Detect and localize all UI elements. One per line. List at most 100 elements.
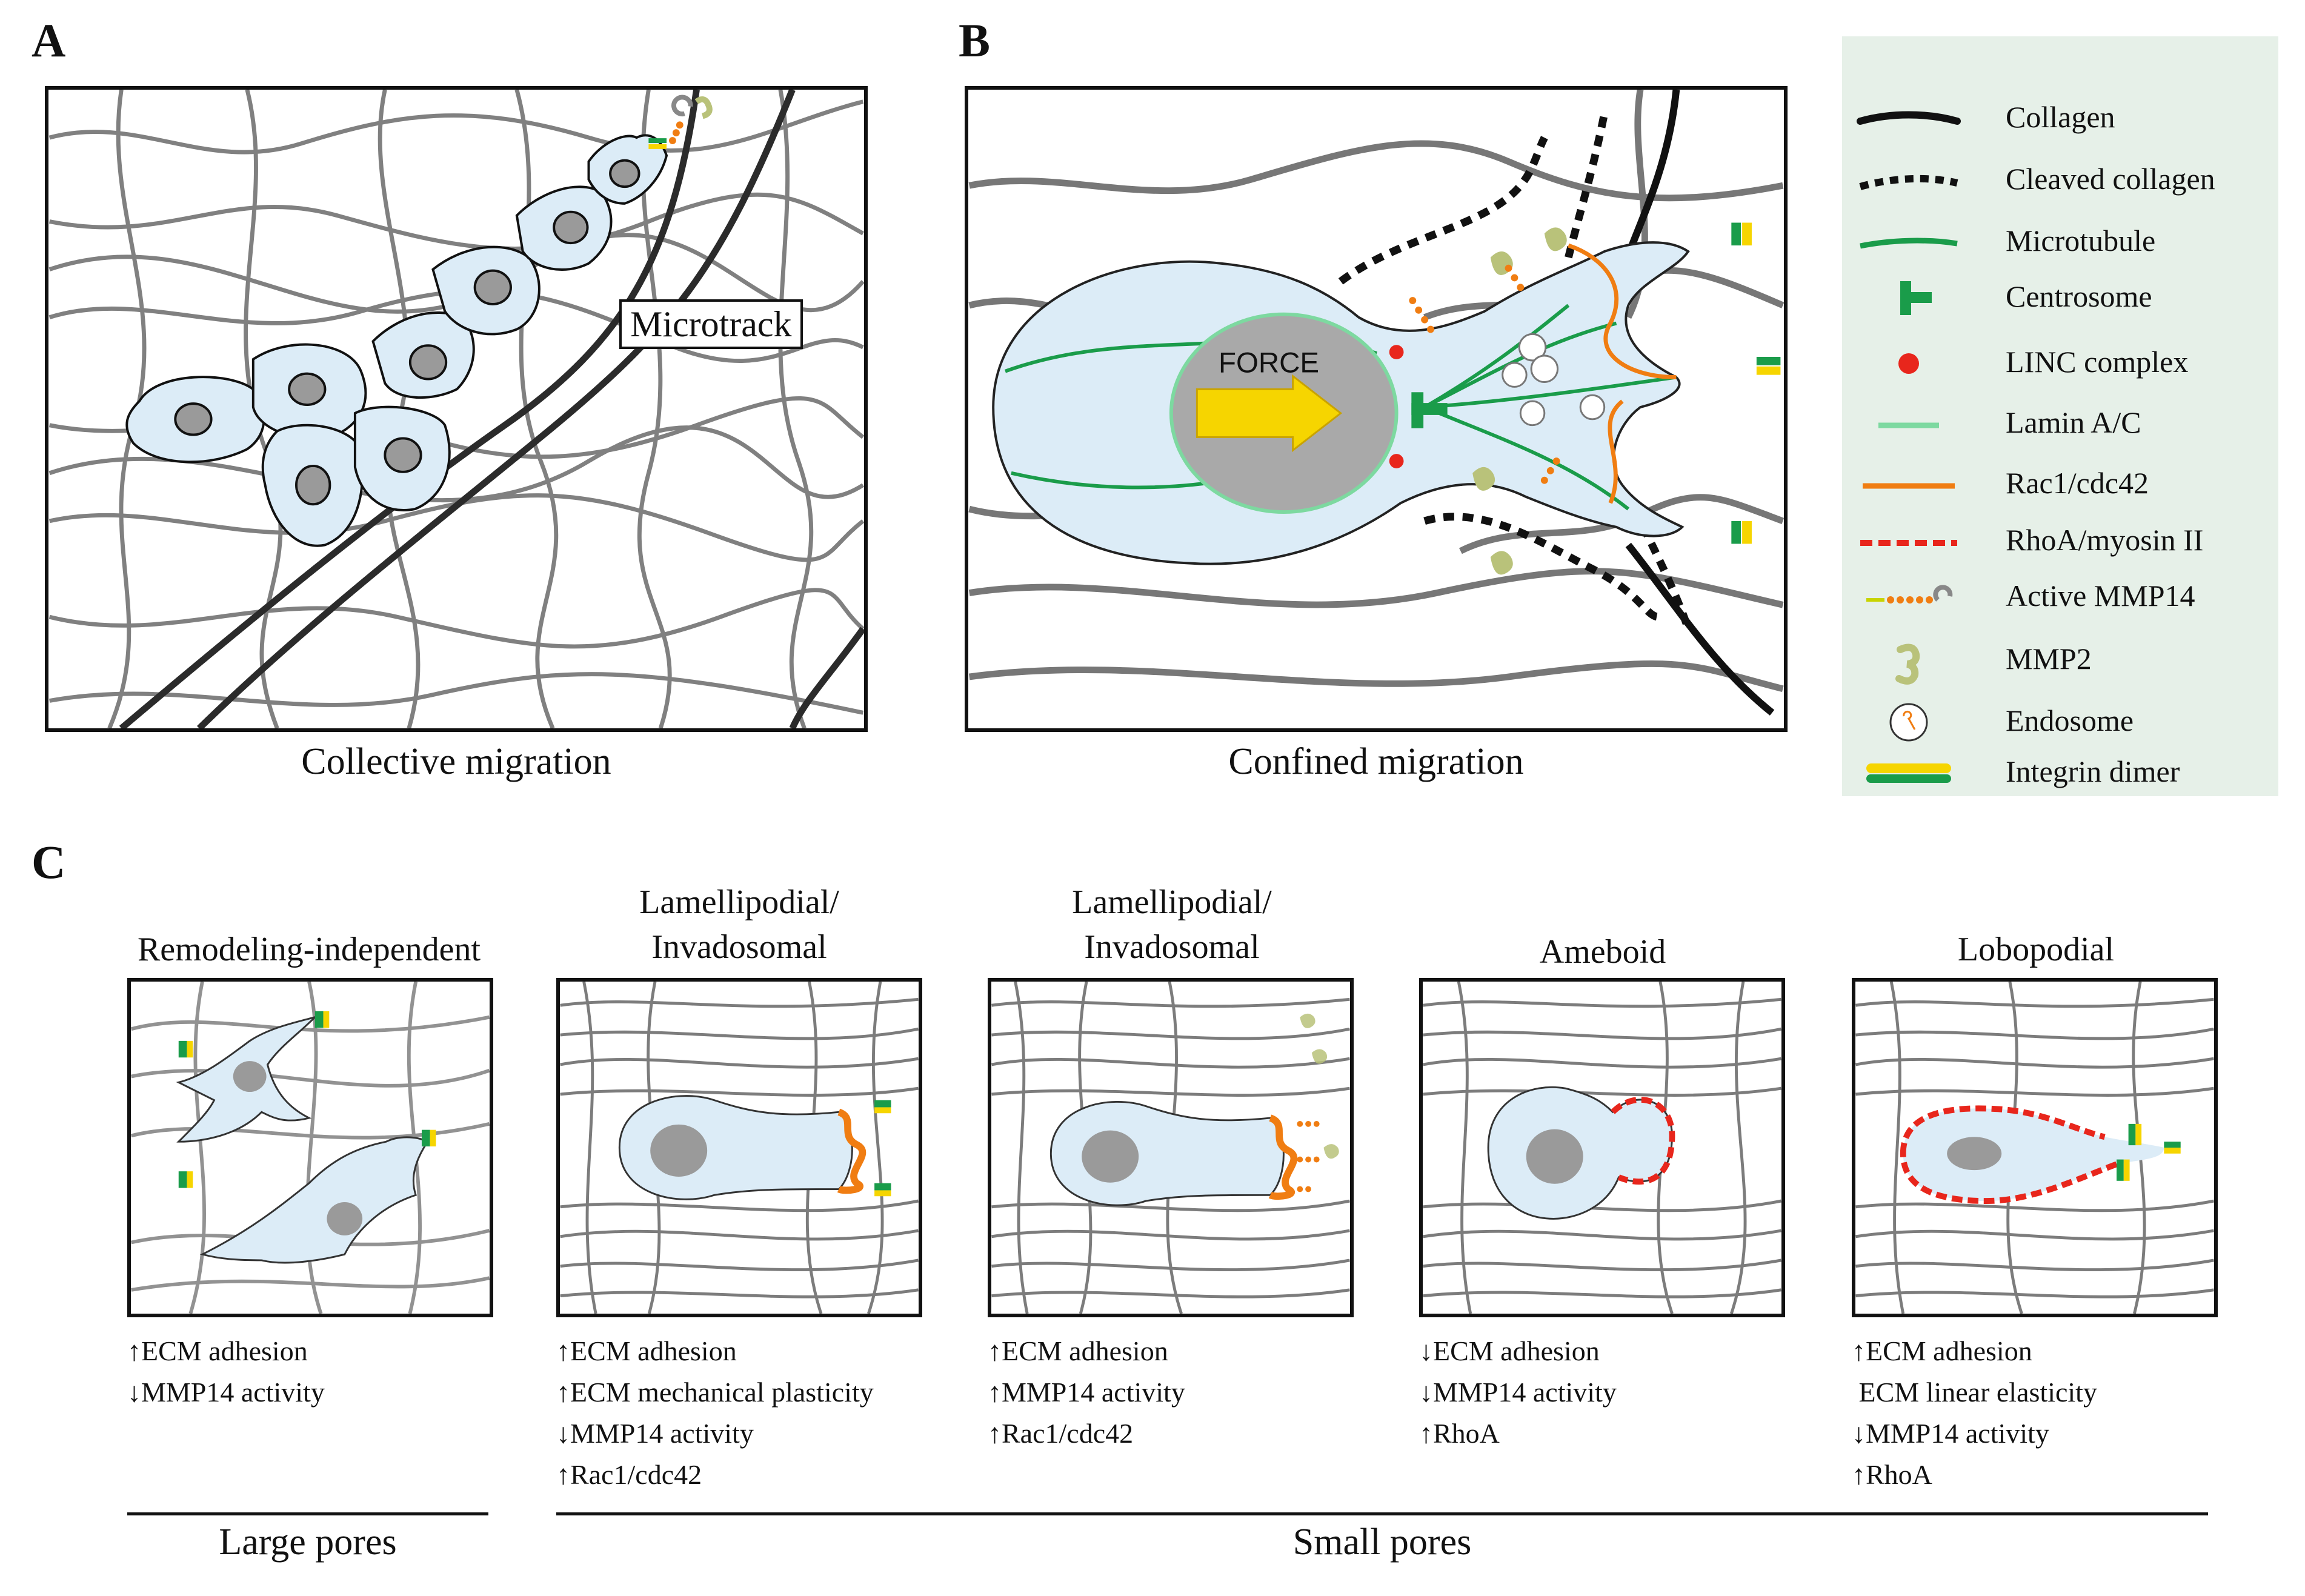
cleaved-collagen-icon: [1859, 175, 1958, 190]
effect-item: ↑ECM adhesion: [556, 1335, 737, 1366]
effect-item: ↑ECM adhesion: [1852, 1335, 2032, 1366]
legend-item-endosome: Endosome: [1842, 698, 2278, 746]
mode-title-text: Invadosomal: [651, 928, 827, 966]
legend-label: Integrin dimer: [2006, 754, 2180, 788]
endosome-icon: [1889, 703, 1928, 742]
rac1-cdc42-icon: [1863, 483, 1955, 489]
centrosome-icon: [1900, 281, 1932, 315]
effect-item: ↓ECM adhesion: [1419, 1335, 1600, 1366]
legend-item-collagen: Collagen: [1842, 95, 2278, 143]
force-label: FORCE: [1219, 347, 1319, 379]
legend-item-rac1-cdc42: Rac1/cdc42: [1842, 461, 2278, 509]
legend-item-linc-complex: LINC complex: [1842, 339, 2278, 388]
legend-item-lamin: Lamin A/C: [1842, 400, 2278, 448]
mode-title-text: Invadosomal: [1084, 928, 1260, 966]
effect-item: ↑ECM adhesion: [988, 1335, 1168, 1366]
lobopodial-illustration: [1855, 982, 2214, 1314]
mode-title-text: Ameboid: [1539, 933, 1666, 971]
effect-item: ↑Rac1/cdc42: [988, 1418, 1134, 1449]
microtubule-icon: [1860, 238, 1958, 249]
mode-5-diagram: [1852, 978, 2218, 1317]
legend-label: Active MMP14: [2006, 579, 2195, 613]
panel-a-letter: A: [32, 14, 66, 67]
rac1-cdc42-edge: [1568, 243, 1677, 504]
legend-label: Lamin A/C: [2006, 405, 2141, 439]
centrosome: [1411, 392, 1448, 428]
effect-item: ↓MMP14 activity: [127, 1377, 325, 1408]
mode-2-diagram: [556, 978, 922, 1317]
linc-complex-icon: [1898, 353, 1919, 374]
legend-label: Collagen: [2006, 100, 2115, 134]
mode-4-diagram: [1419, 978, 1785, 1317]
collagen-line-icon: [1857, 111, 1961, 125]
effect-item: ↑MMP14 activity: [988, 1377, 1185, 1408]
legend-label: RhoA/myosin II: [2006, 523, 2204, 557]
leading-edge-mmp14: [648, 95, 713, 149]
large-pores-label: Large pores: [219, 1521, 397, 1563]
microtrack-label: Microtrack: [619, 299, 803, 349]
mode-5-effects: ↑ECM adhesion ECM linear elasticity ↓MMP…: [1852, 1331, 2097, 1495]
effect-item: ↓MMP14 activity: [1419, 1377, 1617, 1408]
linc-complex-bottom: [1389, 454, 1404, 468]
remodeling-independent-illustration: [131, 982, 490, 1314]
effect-item: ↑RhoA: [1852, 1459, 1932, 1490]
endosomes: [1502, 333, 1606, 427]
legend-item-rhoa-myosin: RhoA/myosin II: [1842, 517, 2278, 566]
ameboid-illustration: [1423, 982, 1781, 1314]
panel-a-illustration: [48, 90, 864, 728]
panel-b-illustration: FORCE: [968, 90, 1784, 716]
legend-item-integrin-dimer: Integrin dimer: [1842, 749, 2278, 797]
legend-label: Rac1/cdc42: [2006, 466, 2149, 500]
legend-item-centrosome: Centrosome: [1842, 274, 2278, 322]
mode-4-effects: ↓ECM adhesion ↓MMP14 activity ↑RhoA: [1419, 1331, 1617, 1454]
legend-panel: Collagen Cleaved collagen Microtubule Ce…: [1842, 36, 2278, 796]
integrin-dimers: [1731, 222, 1781, 544]
effect-item: ↑Rac1/cdc42: [556, 1459, 702, 1490]
mmp14-icon: [1866, 585, 1953, 603]
small-pores-label: Small pores: [1292, 1521, 1472, 1563]
panel-a-caption: Collective migration: [301, 741, 611, 782]
rhoa-myosin-icon: [1860, 540, 1957, 546]
legend-label: Cleaved collagen: [2006, 162, 2215, 196]
panel-b-letter: B: [959, 14, 991, 67]
legend-label: MMP2: [2006, 642, 2092, 676]
panel-b-caption: Confined migration: [1228, 741, 1524, 782]
force-arrow: [1196, 374, 1343, 453]
mode-5-title: Lobopodial: [1854, 927, 2218, 972]
large-pores-rule: [127, 1512, 488, 1515]
mode-4-title: Ameboid: [1421, 929, 1784, 974]
legend-item-cleaved-collagen: Cleaved collagen: [1842, 156, 2278, 205]
mode-title-text: Remodeling-independent: [137, 931, 481, 968]
mode-title-text: Lamellipodial/: [1072, 883, 1272, 921]
effect-item: ↓MMP14 activity: [556, 1418, 754, 1449]
mode-1-diagram: [127, 978, 493, 1317]
legend-item-mmp14: Active MMP14: [1842, 573, 2278, 622]
panel-c-letter: C: [32, 836, 66, 888]
effect-item: ↑RhoA: [1419, 1418, 1500, 1449]
panel-b-confined-migration: FORCE: [965, 86, 1788, 732]
mode-2-title: Lamellipodial/Invadosomal: [557, 880, 921, 969]
legend-label: Microtubule: [2006, 224, 2156, 258]
mode-3-effects: ↑ECM adhesion ↑MMP14 activity ↑Rac1/cdc4…: [988, 1331, 1185, 1454]
collective-cells: [125, 134, 668, 547]
legend-label: Centrosome: [2006, 279, 2152, 313]
effect-item: ECM linear elasticity: [1852, 1377, 2097, 1408]
legend-item-microtubule: Microtubule: [1842, 218, 2278, 267]
mode-title-text: Lobopodial: [1957, 931, 2115, 968]
mmp14-chains: [1409, 264, 1560, 484]
small-pores-rule: [556, 1512, 2208, 1515]
effect-item: ↓MMP14 activity: [1852, 1418, 2049, 1449]
legend-label: Endosome: [2006, 703, 2134, 737]
cleaved-collagen: [1338, 113, 1692, 630]
mode-3-title: Lamellipodial/Invadosomal: [990, 880, 1354, 969]
lamin-icon: [1878, 422, 1939, 428]
mode-2-effects: ↑ECM adhesion ↑ECM mechanical plasticity…: [556, 1331, 874, 1495]
microtrack-collagen: [119, 90, 864, 728]
effect-item: ↑ECM adhesion: [127, 1335, 308, 1366]
mode-title-text: Lamellipodial/: [639, 883, 839, 921]
mode-3-diagram: [988, 978, 1354, 1317]
mode-1-title: Remodeling-independent: [97, 927, 521, 972]
legend-label: LINC complex: [2006, 345, 2189, 379]
legend-item-mmp2: MMP2: [1842, 636, 2278, 685]
integrin-dimer-icon: [1866, 763, 1951, 783]
